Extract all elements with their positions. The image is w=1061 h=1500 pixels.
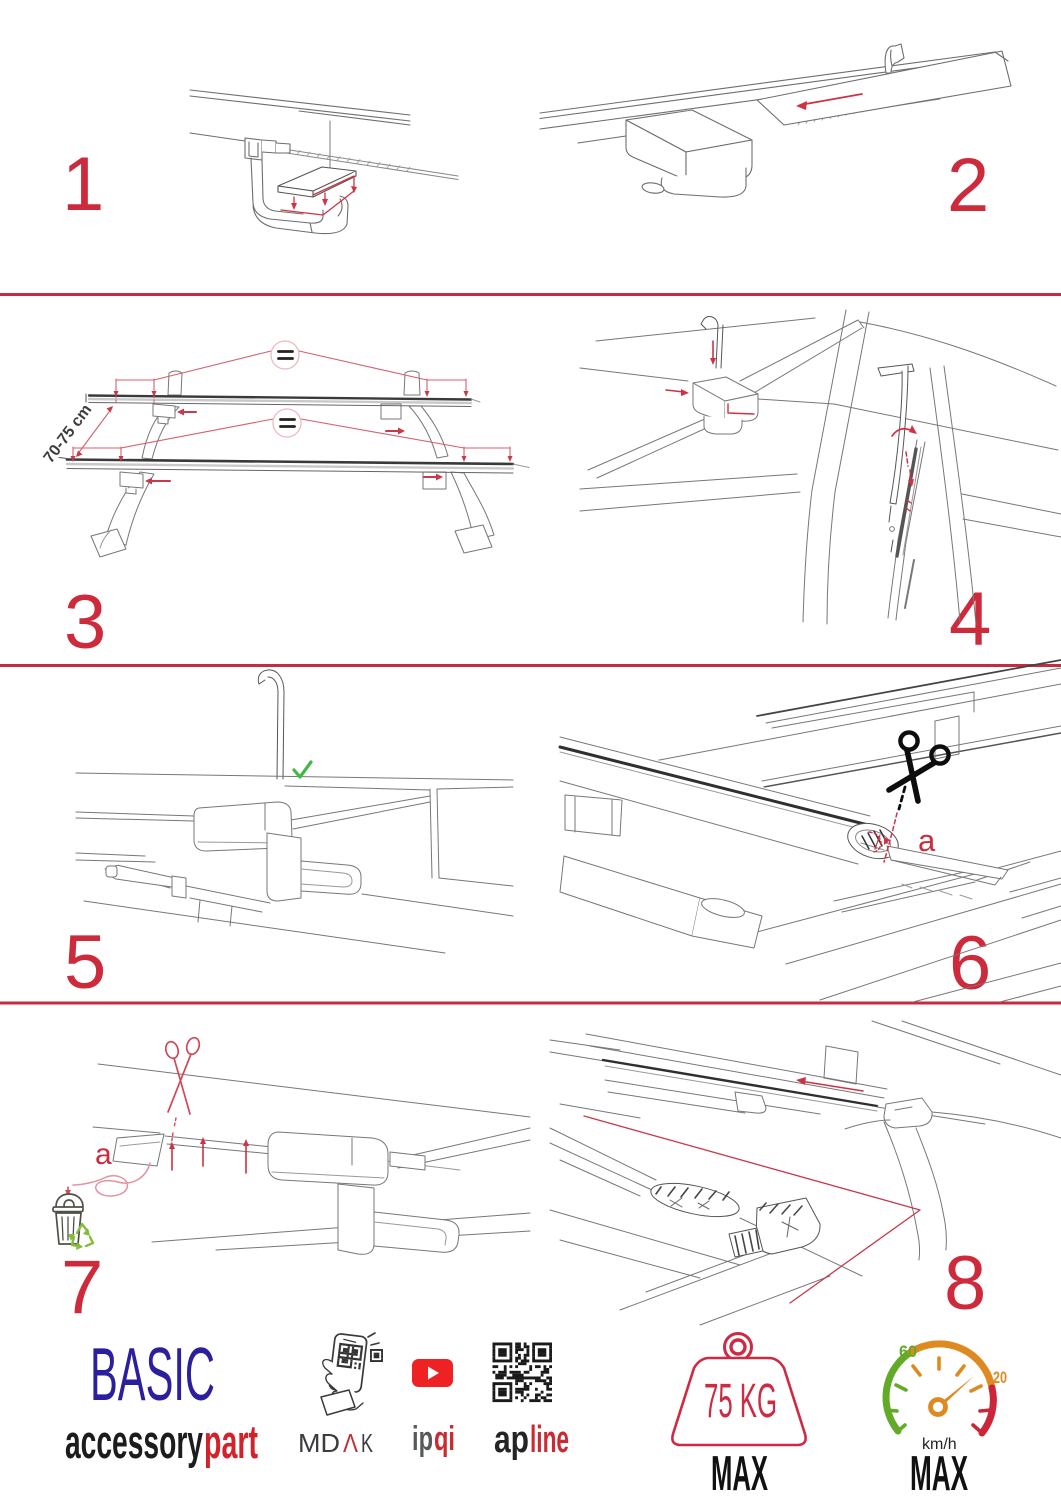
svg-text:K: K [361, 1428, 373, 1458]
svg-text:accessory: accessory [65, 1415, 203, 1468]
svg-text:MD: MD [298, 1428, 340, 1458]
svg-text:MAX: MAX [711, 1447, 768, 1500]
svg-text:km/h: km/h [922, 1436, 957, 1453]
svg-text:2: 2 [947, 143, 989, 228]
svg-text:3: 3 [64, 580, 106, 665]
svg-text:a: a [918, 823, 936, 858]
svg-text:60: 60 [899, 1342, 917, 1361]
svg-text:120: 120 [986, 1368, 1007, 1387]
svg-text:ip: ip [412, 1420, 433, 1458]
svg-text:a: a [95, 1138, 112, 1171]
svg-text:MAX: MAX [910, 1447, 968, 1500]
svg-text:line: line [530, 1419, 569, 1461]
svg-text:Λ: Λ [343, 1428, 359, 1458]
svg-text:ap: ap [494, 1419, 529, 1461]
svg-text:1: 1 [62, 142, 104, 227]
svg-text:6: 6 [949, 921, 991, 1006]
svg-text:70-75 cm: 70-75 cm [41, 401, 96, 466]
svg-text:qi: qi [434, 1420, 455, 1458]
svg-text:5: 5 [64, 920, 106, 1005]
svg-text:part: part [204, 1415, 258, 1468]
svg-text:4: 4 [949, 577, 991, 662]
svg-text:7: 7 [61, 1245, 103, 1330]
svg-text:8: 8 [944, 1241, 986, 1326]
svg-text:75 KG: 75 KG [704, 1375, 777, 1428]
svg-text:BASIC: BASIC [90, 1332, 215, 1416]
